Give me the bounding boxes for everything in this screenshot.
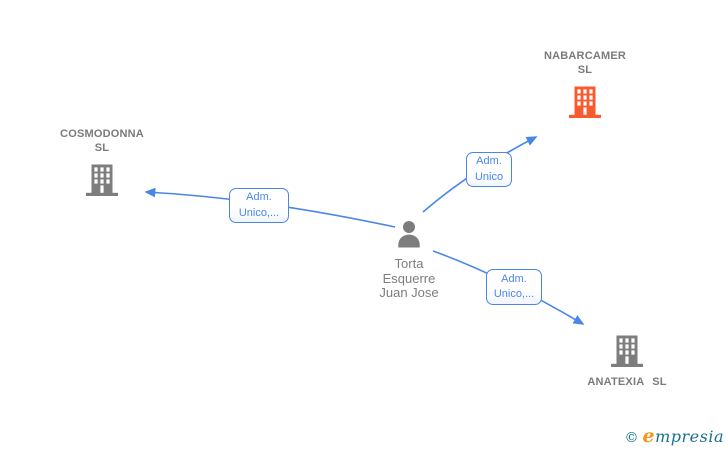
- company-name-line1: NABARCAMER: [543, 50, 627, 62]
- edge-label-cosmodonna[interactable]: Adm. Unico,...: [229, 188, 289, 223]
- copyright-symbol: ©: [624, 430, 639, 446]
- person-name-line2: Esquerre: [382, 270, 436, 286]
- company-name-line1: COSMODONNA: [60, 128, 144, 140]
- company-name-label: COSMODONNA SL: [60, 127, 144, 155]
- brand-rest: mpresia: [655, 427, 724, 446]
- building-icon: [86, 164, 118, 196]
- brand-wordmark: empresia: [643, 425, 725, 447]
- node-cosmodonna[interactable]: COSMODONNA SL: [40, 127, 164, 198]
- company-name-label: NABARCAMER SL: [544, 49, 626, 77]
- edge-label-line1: Adm.: [501, 272, 527, 285]
- node-person-torta-esquerre[interactable]: Torta Esquerre Juan Jose: [349, 220, 469, 301]
- person-name-label: Torta Esquerre Juan Jose: [379, 256, 439, 301]
- company-name-line2: SL: [94, 142, 110, 154]
- company-name-line2: SL: [577, 64, 593, 76]
- building-icon: [569, 86, 601, 118]
- building-icon: [611, 335, 643, 367]
- node-anatexia[interactable]: ANATEXIA SL: [565, 332, 689, 389]
- node-nabarcamer[interactable]: NABARCAMER SL: [523, 49, 647, 120]
- person-name-line1: Torta: [394, 256, 424, 271]
- company-name-label: ANATEXIA SL: [587, 376, 667, 388]
- edge-label-line2: Unico,...: [238, 206, 280, 219]
- edge-label-line1: Adm.: [246, 191, 272, 203]
- edge-label-line1: Adm.: [476, 155, 502, 167]
- person-icon: [398, 221, 420, 248]
- edge-label-anatexia[interactable]: Adm. Unico,...: [486, 269, 542, 305]
- empresia-logo: © empresia: [625, 425, 725, 447]
- edge-label-line2: Unico,...: [493, 288, 535, 300]
- brand-letter-e: e: [642, 425, 656, 447]
- person-name-line3: Juan Jose: [379, 285, 439, 300]
- edge-label-nabarcamer[interactable]: Adm. Unico: [466, 152, 512, 187]
- edge-label-line2: Unico: [474, 170, 504, 183]
